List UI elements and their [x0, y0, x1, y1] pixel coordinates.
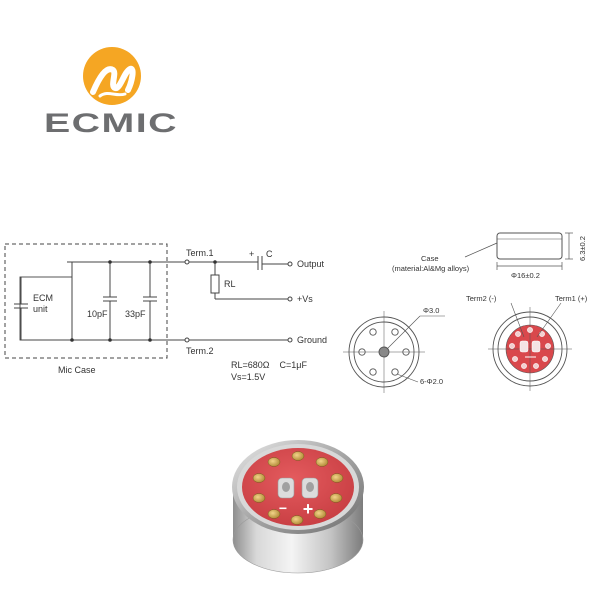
- spec-line-1: RL=680Ω C=1μF: [231, 360, 307, 370]
- case-label-line2: (material:Al&Mg alloys): [392, 264, 470, 273]
- mic-case-label: Mic Case: [58, 365, 96, 375]
- logo-m-tail: [98, 92, 127, 98]
- diameter-dimension: Φ16±0.2: [511, 271, 540, 280]
- logo-brand-text: ECMIC: [44, 108, 178, 138]
- case-label-line1: Case: [421, 254, 439, 263]
- rear-view-drawing: [343, 311, 445, 393]
- ecm-label-line1: ECM: [33, 293, 53, 303]
- ground-label: Ground: [297, 335, 327, 345]
- vs-label: +Vs: [297, 294, 313, 304]
- pcb-gold-pads: [252, 451, 344, 525]
- capsule-pcb: [242, 448, 354, 526]
- center-hole-dimension: Φ3.0: [423, 306, 439, 315]
- cap-10pf-label: 10pF: [87, 309, 108, 319]
- cap-33pf-label: 33pF: [125, 309, 146, 319]
- term1-polarity-label: Term1 (+): [555, 294, 588, 303]
- cap-c-label: C: [266, 249, 273, 259]
- term1-label: Term.1: [186, 248, 214, 258]
- rl-junction-dot: [213, 260, 217, 264]
- term2-polarity-label: Term2 (-): [466, 294, 497, 303]
- cap-plus-label: +: [249, 249, 254, 259]
- capacitor-10pf: [103, 262, 117, 340]
- junction-dots: [70, 260, 152, 342]
- ecm-label-line2: unit: [33, 304, 48, 314]
- pcb-center-terminals: [277, 477, 319, 499]
- external-wiring: [189, 256, 288, 341]
- output-label: Output: [297, 259, 325, 269]
- vs-terminal: [287, 296, 293, 302]
- spec-line-2: Vs=1.5V: [231, 372, 265, 382]
- ground-terminal: [287, 337, 293, 343]
- logo-m-swoosh: [90, 65, 136, 95]
- front-view-drawing: [488, 302, 572, 391]
- pcb-plus-marking: +: [303, 499, 314, 519]
- rl-label: RL: [224, 279, 236, 289]
- term2-label: Term.2: [186, 346, 214, 356]
- case-side-view: [464, 232, 573, 270]
- holes-dimension: 6-Φ2.0: [420, 377, 443, 386]
- height-dimension: 6.3±0.2: [578, 236, 587, 261]
- pcb-minus-marking: −: [279, 500, 287, 516]
- capacitor-33pf: [143, 262, 157, 340]
- output-terminal: [287, 261, 293, 267]
- mic-case-boundary: [4, 243, 168, 359]
